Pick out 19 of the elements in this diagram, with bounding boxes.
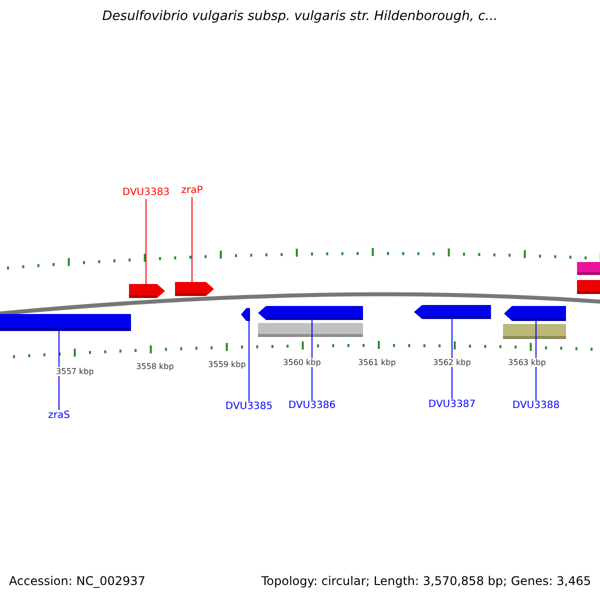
scale-label: 3561 kbp [357, 358, 397, 367]
gene-label: DVU3387 [428, 399, 476, 411]
gene-label: zraP [181, 185, 203, 197]
accession-text: Accession: NC_002937 [9, 574, 146, 588]
summary-text: Topology: circular; Length: 3,570,858 bp; Genes: 3,465 [261, 574, 591, 588]
scale-label: 3559 kbp [207, 360, 247, 369]
leader-line [58, 330, 60, 410]
leader-line [248, 320, 250, 402]
gene-label: DVU3386 [288, 400, 336, 412]
gene-label: DVU3388 [512, 400, 560, 412]
scale-label: 3557 kbp [55, 367, 95, 376]
gene-label: DVU3383 [122, 187, 170, 199]
scale-label: 3560 kbp [282, 358, 322, 367]
scale-label: 3558 kbp [135, 362, 175, 371]
gene-label: DVU3385 [225, 401, 273, 413]
gene-label: zraS [48, 410, 70, 422]
scale-label: 3562 kbp [432, 358, 472, 367]
diagram-title: Desulfovibrio vulgaris subsp. vulgaris str. Hildenborough, c... [101, 9, 499, 24]
scale-label: 3563 kbp [507, 358, 547, 367]
